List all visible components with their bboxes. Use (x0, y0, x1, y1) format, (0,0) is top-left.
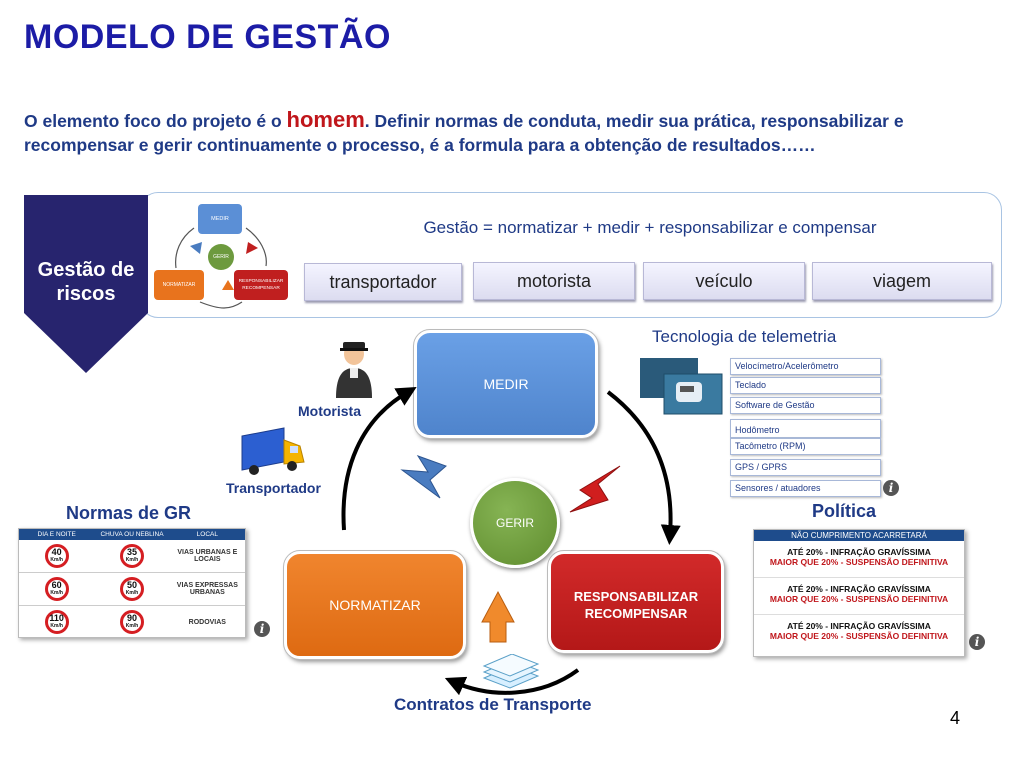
intro-text: O elemento foco do projeto é o homem. De… (24, 108, 999, 157)
norms-header-cell: LOCAL (196, 531, 218, 538)
intro-pre: O elemento foco do projeto é o (24, 111, 287, 131)
gerir-circle: GERIR (470, 478, 560, 568)
pill-viagem: viagem (812, 262, 992, 300)
intro-highlight: homem (286, 107, 365, 132)
risk-chevron-shape (24, 195, 148, 373)
cycle-arrows (341, 386, 681, 696)
normatizar-box: NORMATIZAR (283, 550, 467, 660)
intro-post: . Definir normas de conduta, medir sua p… (24, 111, 904, 155)
truck-icon (241, 427, 305, 475)
label-motorista: Motorista (298, 403, 361, 419)
documents-stack-icon (482, 654, 540, 689)
mini-gerir-circle: GERIR (208, 244, 234, 270)
norms-header-cell: DIA E NOITE (37, 531, 76, 538)
telemetry-item: GPS / GPRS (730, 459, 881, 476)
policy-table: NÃO CUMPRIMENTO ACARRETARÁ ATÉ 20% - INF… (753, 529, 965, 657)
telemetry-item: Sensores / atuadores (730, 480, 881, 497)
telemetry-item: Hodômetro (730, 419, 881, 438)
info-icon[interactable]: i (969, 634, 985, 650)
telemetry-item: Teclado (730, 377, 881, 394)
pill-veiculo: veículo (643, 262, 805, 300)
mini-medir-box: MEDIR (198, 204, 242, 234)
page-title: MODELO DE GESTÃO (24, 18, 391, 56)
telemetria-heading: Tecnologia de telemetria (652, 327, 837, 346)
risk-label: Gestão de riscos (37, 259, 135, 305)
telemetry-item: Software de Gestão (730, 397, 881, 414)
page-number: 4 (950, 708, 961, 728)
policy-header: NÃO CUMPRIMENTO ACARRETARÁ (754, 530, 964, 541)
mini-cycle-diagram: MEDIR GERIR NORMATIZAR RESPONSABILIZAR R… (150, 198, 290, 310)
driver-person-icon (336, 342, 372, 398)
telemetry-device-icon (640, 358, 723, 415)
formula-text: Gestão = normatizar + medir + responsabi… (423, 218, 877, 237)
politica-heading: Política (812, 501, 877, 521)
norms-header-cell: CHUVA OU NEBLINA (100, 531, 164, 538)
mini-responsabilizar-box: RESPONSABILIZAR RECOMPENSAR (234, 270, 288, 300)
norms-local: RODOVIAS (188, 618, 226, 626)
medir-box: MEDIR (413, 329, 599, 439)
pill-transportador: transportador (304, 263, 462, 301)
norms-local: VIAS EXPRESSAS URBANAS (176, 582, 238, 596)
mini-cycle-arrows (175, 227, 267, 309)
label-transportador: Transportador (226, 480, 321, 496)
responsabilizar-box: RESPONSABILIZAR RECOMPENSAR (547, 550, 725, 654)
pill-motorista: motorista (473, 262, 635, 300)
info-icon[interactable]: i (883, 480, 899, 496)
norms-local: VIAS URBANAS E LOCAIS (177, 549, 238, 563)
norms-header: DIA E NOITE CHUVA OU NEBLINA LOCAL (19, 529, 245, 540)
normas-heading: Normas de GR (66, 503, 192, 523)
mini-normatizar-box: NORMATIZAR (154, 270, 204, 300)
telemetry-item: Tacômetro (RPM) (730, 438, 881, 455)
contratos-label: Contratos de Transporte (394, 695, 592, 714)
telemetry-item: Velocímetro/Acelerômetro (730, 358, 881, 375)
info-icon[interactable]: i (254, 621, 270, 637)
